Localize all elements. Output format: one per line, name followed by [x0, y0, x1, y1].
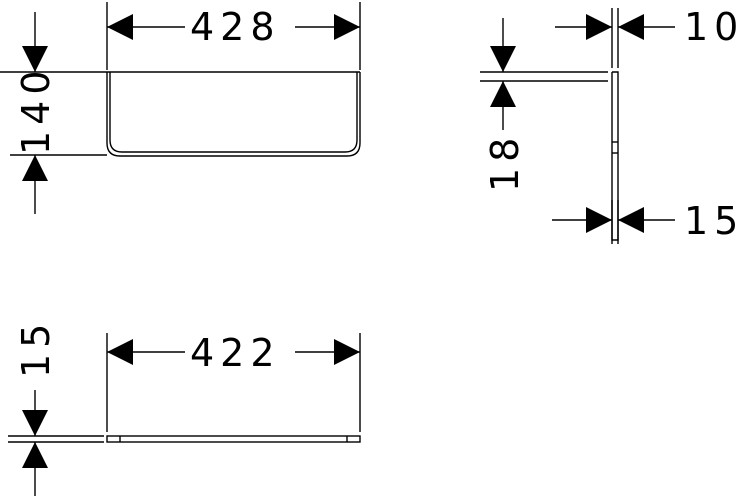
dimension-label-422: 422 [190, 331, 281, 375]
arrow-left-icon [618, 207, 644, 233]
dimension-label-140: 140 [14, 64, 58, 155]
dimension-label-18: 18 [483, 132, 527, 192]
dimension-label-15-plate: 15 [14, 318, 58, 378]
arrow-up-icon [22, 442, 48, 468]
arrow-right-icon [334, 339, 360, 365]
shelf-outer-outline [106, 72, 361, 157]
plate-outline [106, 435, 361, 443]
arrow-down-icon [490, 46, 516, 72]
arrow-right-icon [334, 14, 360, 40]
dimension-18: 18 [480, 18, 608, 192]
arrow-down-icon [22, 46, 48, 72]
dimension-428: 428 [106, 2, 361, 70]
dimension-10: 10 [555, 5, 740, 68]
arrow-up-icon [22, 155, 48, 181]
dimension-140: 140 [0, 12, 107, 214]
dimension-422: 422 [106, 331, 361, 432]
front-view: 428 140 [0, 2, 361, 214]
arrow-right-icon [586, 207, 612, 233]
arrow-left-icon [107, 14, 133, 40]
dimension-15-side: 15 [552, 199, 740, 244]
arrow-left-icon [618, 14, 644, 40]
arrow-up-icon [490, 81, 516, 107]
dimension-label-10: 10 [684, 5, 740, 49]
shelf-inner-outline [109, 72, 358, 153]
dimension-15-plate: 15 [8, 318, 104, 496]
arrow-left-icon [107, 339, 133, 365]
arrow-down-icon [22, 410, 48, 436]
dimension-label-15-side: 15 [684, 199, 740, 243]
side-view: 10 18 15 [480, 5, 740, 244]
side-profile-outline [611, 71, 619, 241]
arrow-right-icon [586, 14, 612, 40]
dimension-label-428: 428 [190, 5, 281, 49]
plate-view: 422 15 [8, 318, 361, 496]
